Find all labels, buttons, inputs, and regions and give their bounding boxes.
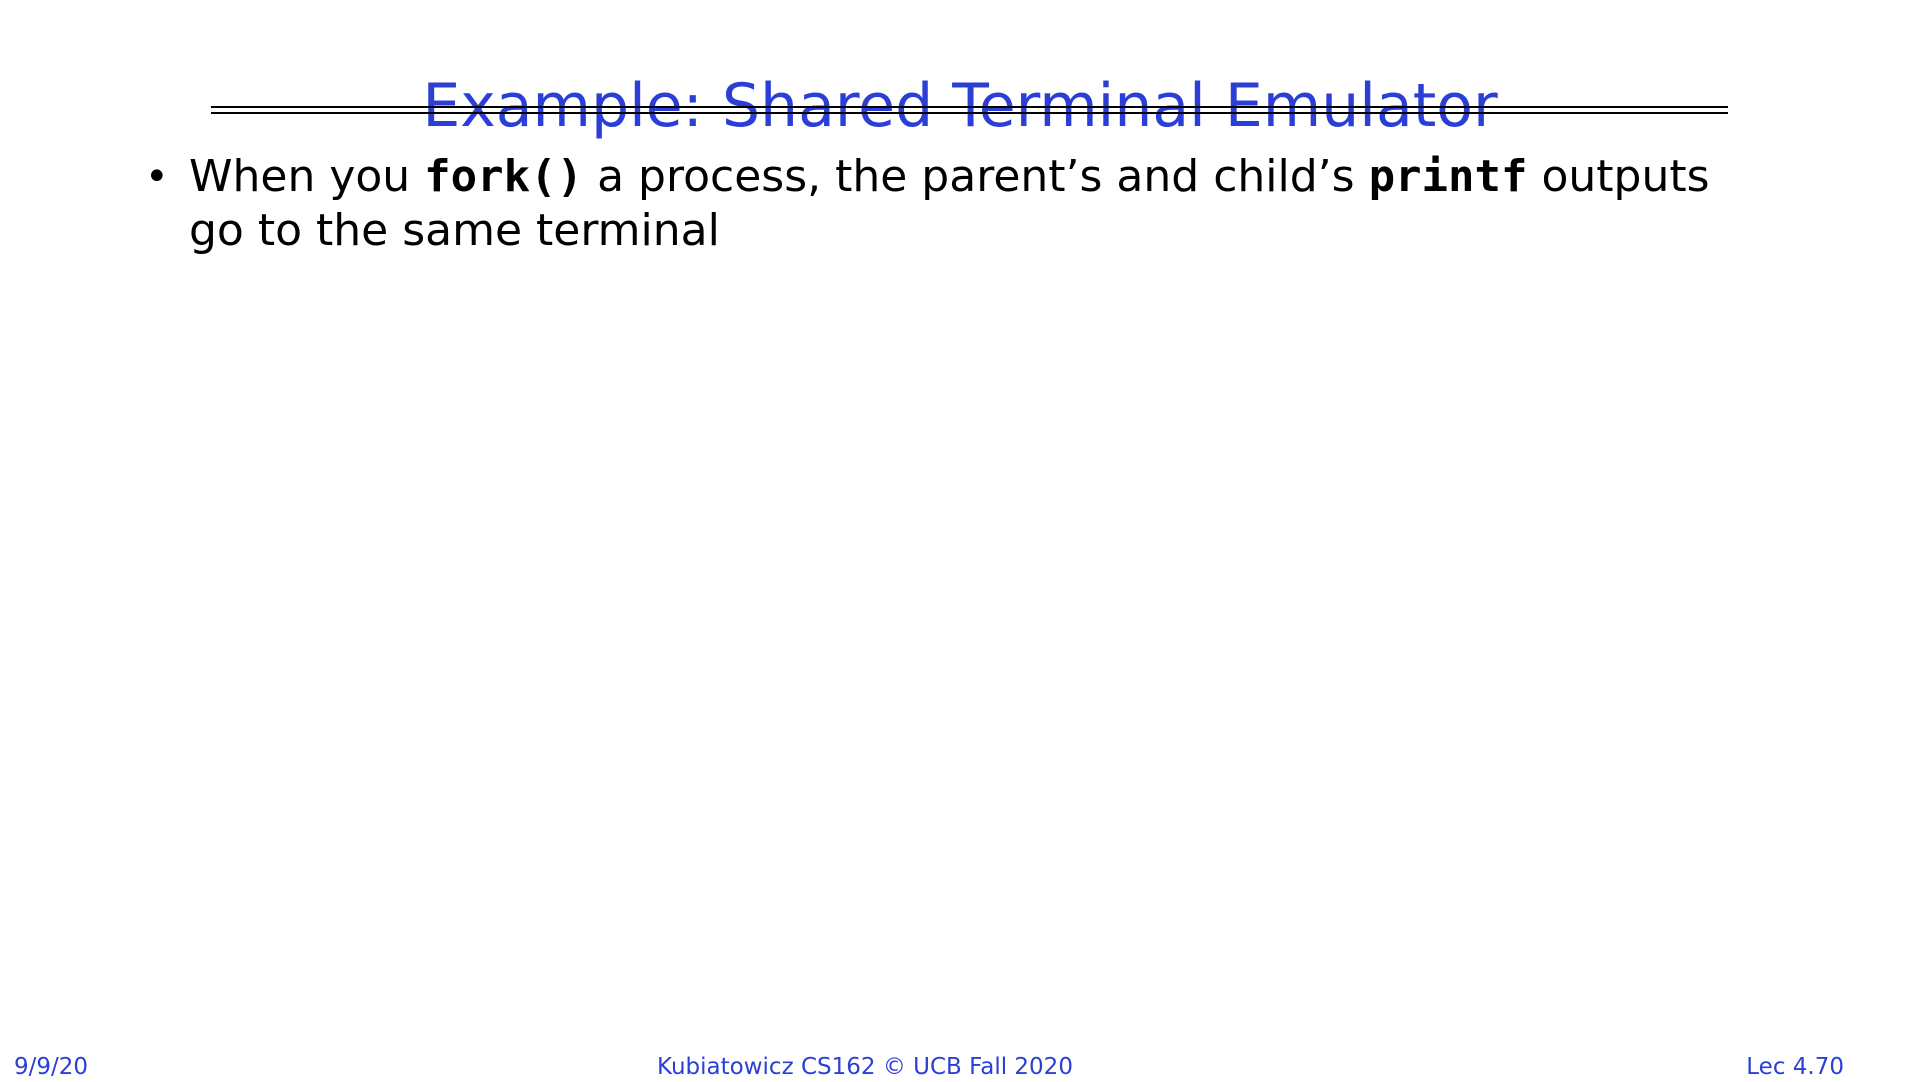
bullet-list: • When you fork() a process, the parent’… <box>145 150 1765 258</box>
code-printf: printf <box>1368 151 1528 202</box>
footer-page-number: Lec 4.70 <box>1746 1054 1844 1080</box>
bullet-dot-icon: • <box>145 154 169 200</box>
footer-date: 9/9/20 <box>14 1054 89 1080</box>
bullet-text-part: When you <box>189 151 425 202</box>
bullet-item: • When you fork() a process, the parent’… <box>145 150 1765 258</box>
bullet-text-part: outputs go to the same terminal <box>189 151 1710 256</box>
title-divider <box>211 106 1728 114</box>
code-fork: fork() <box>424 151 584 202</box>
footer-course: Kubiatowicz CS162 © UCB Fall 2020 <box>657 1054 1073 1080</box>
bullet-text-part: a process, the parent’s and child’s <box>583 151 1369 202</box>
